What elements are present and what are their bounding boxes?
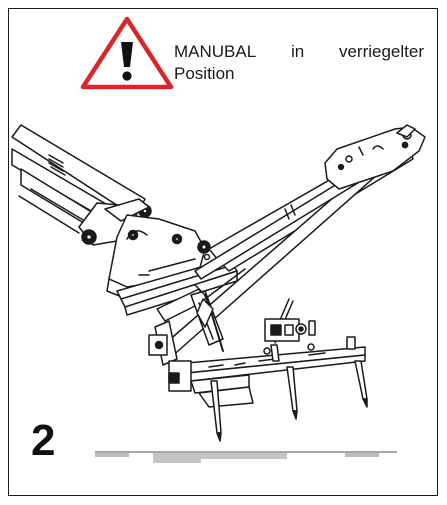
warning-word-3: verriegelter (338, 42, 424, 61)
tine-frame (168, 336, 366, 408)
boom-arm (11, 124, 152, 246)
pivot-plate (324, 124, 426, 190)
tines (210, 344, 368, 442)
warning-line-2: Position (174, 64, 235, 83)
warning-triangle-icon (80, 16, 174, 90)
step-number: 2 (31, 416, 56, 465)
hydraulic-cylinder (194, 284, 224, 352)
machine-drawing (11, 124, 426, 442)
warning-word-2: in (290, 42, 305, 61)
warning-word-1: MANUBAL (174, 42, 257, 61)
center-linkage (264, 298, 316, 344)
warning-line-1: MANUBAL in verriegelter (174, 41, 424, 63)
warning-message: MANUBAL in verriegelter Position (174, 41, 424, 85)
ground-line (95, 451, 397, 463)
illustration (11, 16, 426, 463)
figure-panel: MANUBAL in verriegelter Position 2 (8, 8, 438, 496)
